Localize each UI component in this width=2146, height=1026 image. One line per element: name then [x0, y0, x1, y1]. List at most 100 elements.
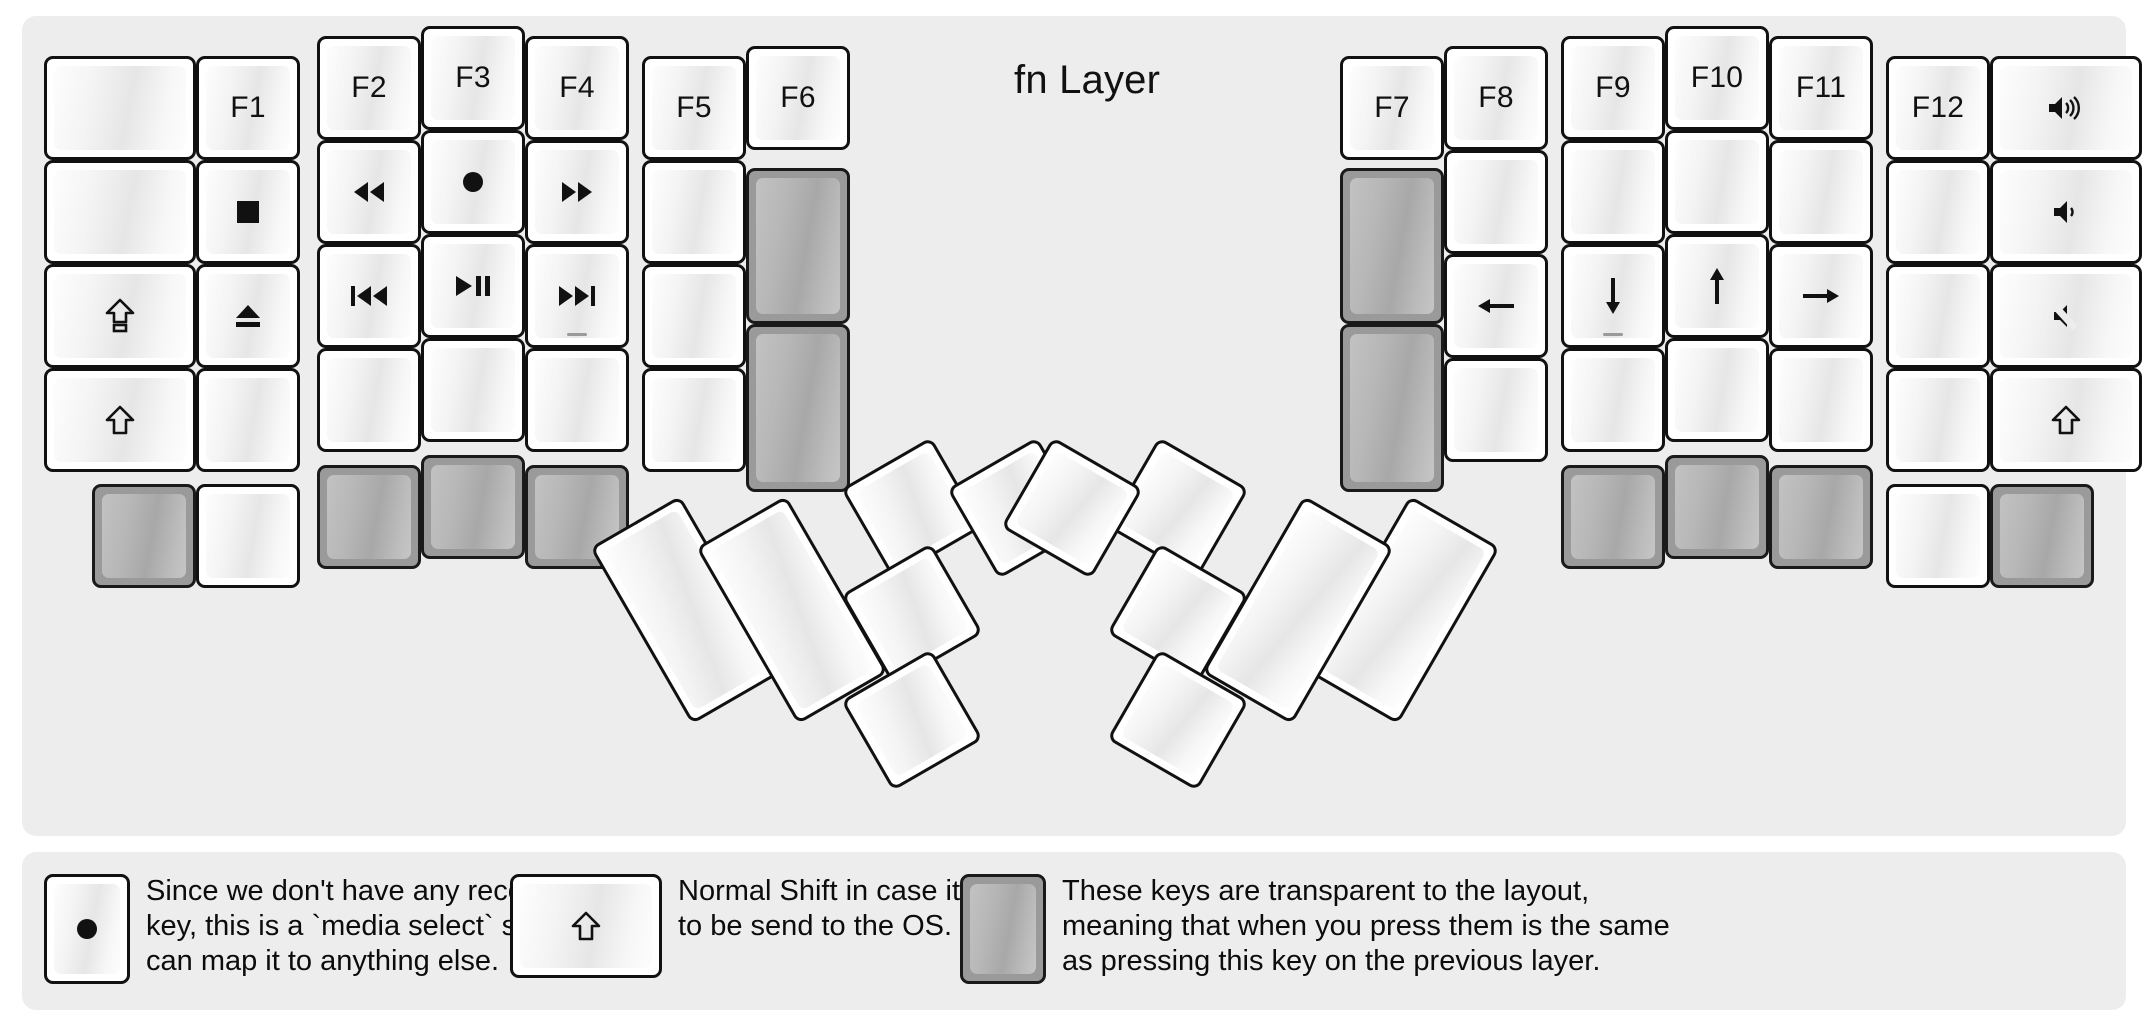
- rewind-icon: [351, 180, 387, 204]
- keycap-face: [2000, 274, 2132, 358]
- page-title: fn Layer: [1014, 58, 1161, 102]
- keycap-R-c4-r1[interactable]: F10: [1665, 26, 1769, 130]
- keycap-R-c3-r5[interactable]: [1561, 465, 1665, 569]
- keycap-R-c7-r1[interactable]: [1990, 56, 2142, 160]
- keycap-face: F12: [1896, 66, 1980, 150]
- keycap-face: F3: [431, 36, 515, 120]
- keycap-R-c7-r5[interactable]: [1990, 484, 2094, 588]
- record-icon: [73, 915, 101, 943]
- keycap-L-c6-r4[interactable]: [642, 368, 746, 472]
- keycap-R-c2-r3[interactable]: [1444, 254, 1548, 358]
- keycap-label: F2: [351, 71, 387, 104]
- keycap-R-c6-r4[interactable]: [1886, 368, 1990, 472]
- keycap-R-c7-r3[interactable]: [1990, 264, 2142, 368]
- keycap-face: [327, 475, 411, 559]
- keycap-R-c3-r3[interactable]: [1561, 244, 1665, 348]
- keycap-L-c7-r1[interactable]: F6: [746, 46, 850, 150]
- keycap-R-c6-r3[interactable]: [1886, 264, 1990, 368]
- keycap-R-c3-r4[interactable]: [1561, 348, 1665, 452]
- keycap-face: [206, 170, 290, 254]
- keycap-L-c2-r3[interactable]: [196, 264, 300, 368]
- shift-icon: [105, 404, 135, 436]
- keycap-L-c5-r2[interactable]: [525, 140, 629, 244]
- next-track-icon: [557, 284, 597, 308]
- keycap-face: [2000, 378, 2132, 462]
- keycap-face: [1896, 170, 1980, 254]
- keycap-face: [54, 66, 186, 150]
- keycap-face: [206, 378, 290, 462]
- keycap-L-c3-r5[interactable]: [317, 465, 421, 569]
- keycap-L-c1-r3[interactable]: [44, 264, 196, 368]
- keycap-L-c3-r2[interactable]: [317, 140, 421, 244]
- keycap-R-c1-r1[interactable]: F7: [1340, 56, 1444, 160]
- keycap-R-c5-r2[interactable]: [1769, 140, 1873, 244]
- arrow-right-icon: [1801, 283, 1841, 309]
- keycap-face: [431, 140, 515, 224]
- keycap-R-c7-r4[interactable]: [1990, 368, 2142, 472]
- keycap-R-c4-r3[interactable]: [1665, 234, 1769, 338]
- keycap-L-c5-r3[interactable]: [525, 244, 629, 348]
- keycap-R-c4-r4[interactable]: [1665, 338, 1769, 442]
- keycap-L-c7-r3[interactable]: [746, 324, 850, 492]
- arrow-down-icon: [1600, 276, 1626, 316]
- keycap-R-c3-r1[interactable]: F9: [1561, 36, 1665, 140]
- keycap-L-c2-r5[interactable]: [196, 484, 300, 588]
- keycap-L-c1-r1[interactable]: [44, 56, 196, 160]
- keycap-L-c2-r2[interactable]: [196, 160, 300, 264]
- keycap-L-c1-r4[interactable]: [44, 368, 196, 472]
- keycap-L-c5-r4[interactable]: [525, 348, 629, 452]
- keycap-label: F12: [1911, 91, 1965, 124]
- keycap-L-c1-r2[interactable]: [44, 160, 196, 264]
- keycap-face: [431, 348, 515, 432]
- keycap-L-c4-r4[interactable]: [421, 338, 525, 442]
- keycap-face: [327, 150, 411, 234]
- legend-key-shift: [510, 874, 662, 978]
- keycap-L-c7-r2[interactable]: [746, 168, 850, 324]
- keycap-R-c2-r2[interactable]: [1444, 150, 1548, 254]
- keycap-L-c4-r2[interactable]: [421, 130, 525, 234]
- keycap-L-c6-r2[interactable]: [642, 160, 746, 264]
- keycap-L-c2-r4[interactable]: [196, 368, 300, 472]
- keycap-face: [1779, 150, 1863, 234]
- keycap-L-c2-r1[interactable]: F1: [196, 56, 300, 160]
- keycap-label: F4: [559, 71, 595, 104]
- keycap-L-c6-r3[interactable]: [642, 264, 746, 368]
- keycap-L-c6-r1[interactable]: F5: [642, 56, 746, 160]
- keycap-L-c3-r1[interactable]: F2: [317, 36, 421, 140]
- keycap-R-c1-r3[interactable]: [1340, 324, 1444, 492]
- keycap-face: [1571, 150, 1655, 234]
- keycap-R-c6-r2[interactable]: [1886, 160, 1990, 264]
- keycap-R-c5-r4[interactable]: [1769, 348, 1873, 452]
- keycap-face: [1454, 160, 1538, 244]
- keycap-R-c4-r5[interactable]: [1665, 455, 1769, 559]
- keycap-L-c4-r1[interactable]: F3: [421, 26, 525, 130]
- keycap-face: [1120, 450, 1236, 566]
- keycap-L-c5-r1[interactable]: F4: [525, 36, 629, 140]
- keycap-L-c4-r3[interactable]: [421, 234, 525, 338]
- keycap-L-c1-r5[interactable]: [92, 484, 196, 588]
- keycap-R-c4-r2[interactable]: [1665, 130, 1769, 234]
- keycap-L-c3-r3[interactable]: [317, 244, 421, 348]
- keycap-R-c5-r1[interactable]: F11: [1769, 36, 1873, 140]
- keycap-R-c5-r3[interactable]: [1769, 244, 1873, 348]
- keycap-L-c3-r4[interactable]: [317, 348, 421, 452]
- keycap-L-c4-r5[interactable]: [421, 455, 525, 559]
- keycap-R-c2-r4[interactable]: [1444, 358, 1548, 462]
- keycap-R-c6-r5[interactable]: [1886, 484, 1990, 588]
- keycap-face: [1571, 475, 1655, 559]
- keycap-face: [1350, 178, 1434, 314]
- keycap-label: F9: [1595, 71, 1631, 104]
- keycap-R-c1-r2[interactable]: [1340, 168, 1444, 324]
- keycap-R-c5-r5[interactable]: [1769, 465, 1873, 569]
- keycap-R-c2-r1[interactable]: F8: [1444, 46, 1548, 150]
- keycap-R-c3-r2[interactable]: [1561, 140, 1665, 244]
- keycap-face: [1896, 274, 1980, 358]
- volume-mute-icon: [2051, 302, 2081, 330]
- keycap-R-c6-r1[interactable]: F12: [1886, 56, 1990, 160]
- legend-sample-keycap-transparent-key-note: [960, 874, 1046, 984]
- keycap-face: [54, 170, 186, 254]
- keycap-face: [206, 274, 290, 358]
- keycap-label: F6: [780, 81, 816, 114]
- keycap-R-c7-r2[interactable]: [1990, 160, 2142, 264]
